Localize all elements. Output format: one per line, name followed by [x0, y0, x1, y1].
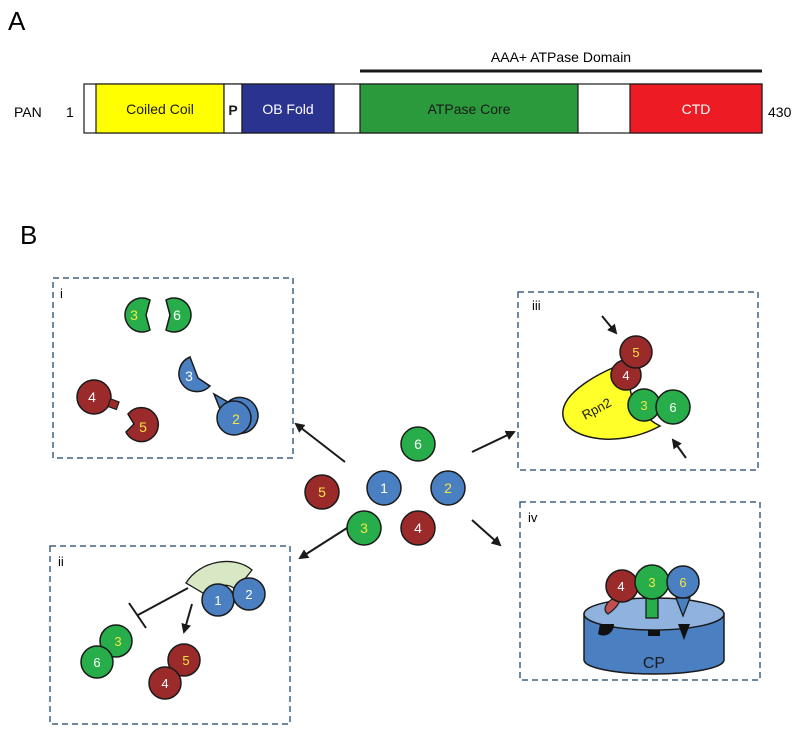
box-i-subunit-4-label: 4 [88, 389, 96, 405]
box-iii-subunit-3-label: 3 [640, 398, 647, 413]
box-ii-content: 1 2 3 6 5 4 [80, 560, 266, 700]
cp-pocket-left [598, 624, 614, 636]
cp-pocket-right [678, 624, 690, 640]
box-i-subunit-5-label: 5 [139, 419, 147, 435]
center-subunit-6-label: 6 [414, 436, 422, 452]
domain-ctd-label: CTD [682, 101, 711, 117]
box-i-subunit-2-label: 2 [232, 411, 240, 427]
box-iv-label: iv [528, 510, 538, 525]
box-iv-subunit-3-label: 3 [648, 575, 655, 590]
box-iii-content: Rpn2 4 5 3 6 [562, 315, 691, 459]
box-i-subunit-5 [125, 406, 159, 443]
box-ii-subunit-6-label: 6 [93, 655, 100, 670]
domain-coiled-coil [95, 83, 225, 134]
box-iii-subunit-6-label: 6 [669, 400, 676, 415]
box-iv-subunit-6-label: 6 [679, 575, 686, 590]
box-iii-subunit-5 [619, 335, 653, 369]
box-ii-subunit-5-label: 5 [182, 653, 189, 668]
center-subunit-2-label: 2 [444, 480, 452, 496]
box-ii-subunit-5 [167, 643, 201, 677]
box-ii-subunit-2 [232, 577, 266, 611]
box-i [52, 277, 294, 459]
box-iv-subunit-4-label: 4 [617, 579, 624, 594]
arrow-to-box-iii [471, 430, 516, 453]
center-subunit-6 [400, 426, 436, 462]
domain-p-label: P [228, 102, 237, 118]
box-ii-subunit-2-label: 2 [245, 587, 252, 602]
box-ii-arrow [181, 603, 193, 634]
box-i-subunit-2-body [216, 400, 252, 436]
protein-name: PAN [14, 104, 42, 120]
center-subunit-1 [366, 470, 402, 506]
box-iii-subunit-6 [655, 389, 691, 425]
box-ii-label: ii [58, 554, 64, 569]
box-iii-subunit-4-label: 4 [622, 368, 629, 383]
box-i-subunit-4-tab [107, 398, 120, 411]
center-subunit-1-label: 1 [380, 480, 388, 496]
box-iii-arrow-top [601, 315, 618, 335]
domain-ob-fold [241, 83, 335, 134]
start-residue: 1 [66, 104, 74, 120]
center-subunit-5-label: 5 [318, 484, 326, 500]
panel-b-label: B [20, 220, 37, 250]
end-residue: 430 [768, 104, 792, 120]
domain-coiled-coil-label: Coiled Coil [126, 101, 194, 117]
arrow-to-box-ii [298, 527, 348, 560]
center-subunit-4 [400, 510, 436, 546]
box-iii [517, 291, 759, 471]
center-subunit-4-label: 4 [414, 520, 422, 536]
box-ii-subunit-3 [99, 624, 133, 658]
center-subunit-2 [430, 470, 466, 506]
domain-ob-fold-label: OB Fold [262, 101, 313, 117]
center-subunit-3 [346, 510, 382, 546]
box-iv-subunit-3-tail [645, 597, 659, 619]
box-ii-subunit-4-label: 4 [161, 676, 168, 691]
box-i-subunit-6-label: 6 [173, 307, 181, 323]
box-ii-subunit-6 [80, 645, 114, 679]
box-ii-subunit-4 [148, 666, 182, 700]
aaa-domain-label: AAA+ ATPase Domain [491, 49, 631, 65]
box-iv-content: CP 4 3 6 [583, 564, 725, 675]
box-ii-subunit-3-label: 3 [114, 634, 121, 649]
box-i-subunit-1 [178, 356, 212, 393]
inhibition-line [137, 587, 189, 616]
box-iv-subunit-6 [666, 565, 700, 599]
center-subunit-5 [304, 474, 340, 510]
panel-a-label: A [8, 6, 26, 36]
center-subunit-3-label: 3 [360, 520, 368, 536]
center-subunits: 6 1 2 5 3 4 [304, 426, 466, 546]
box-i-subunit-1-label: 3 [185, 368, 193, 384]
box-i-subunit-3 [124, 297, 151, 333]
domain-atpase-core-label: ATPase Core [428, 101, 511, 117]
box-i-subunit-6 [165, 297, 192, 333]
box-i-subunit-3-label: 3 [130, 307, 138, 323]
box-i-content: 3 6 3 2 4 5 [76, 297, 259, 443]
box-ii [49, 545, 291, 725]
cp-body [583, 613, 725, 675]
box-iii-label: iii [532, 298, 541, 313]
arrow-to-box-i [294, 422, 346, 463]
box-iii-subunit-5-label: 5 [632, 345, 639, 360]
box-iv [519, 501, 761, 681]
inhibition-bar [128, 602, 147, 629]
box-ii-subunit-1-label: 1 [214, 593, 221, 608]
box-i-subunit-4 [76, 379, 112, 415]
cp-pocket-middle [648, 630, 660, 636]
box-i-label: i [60, 286, 63, 301]
cp-label: CP [643, 655, 665, 672]
arrow-to-box-iv [471, 519, 502, 547]
domain-atpase-core [359, 83, 579, 134]
domain-ctd [629, 83, 763, 134]
box-iii-arrow-bottom [671, 438, 687, 459]
